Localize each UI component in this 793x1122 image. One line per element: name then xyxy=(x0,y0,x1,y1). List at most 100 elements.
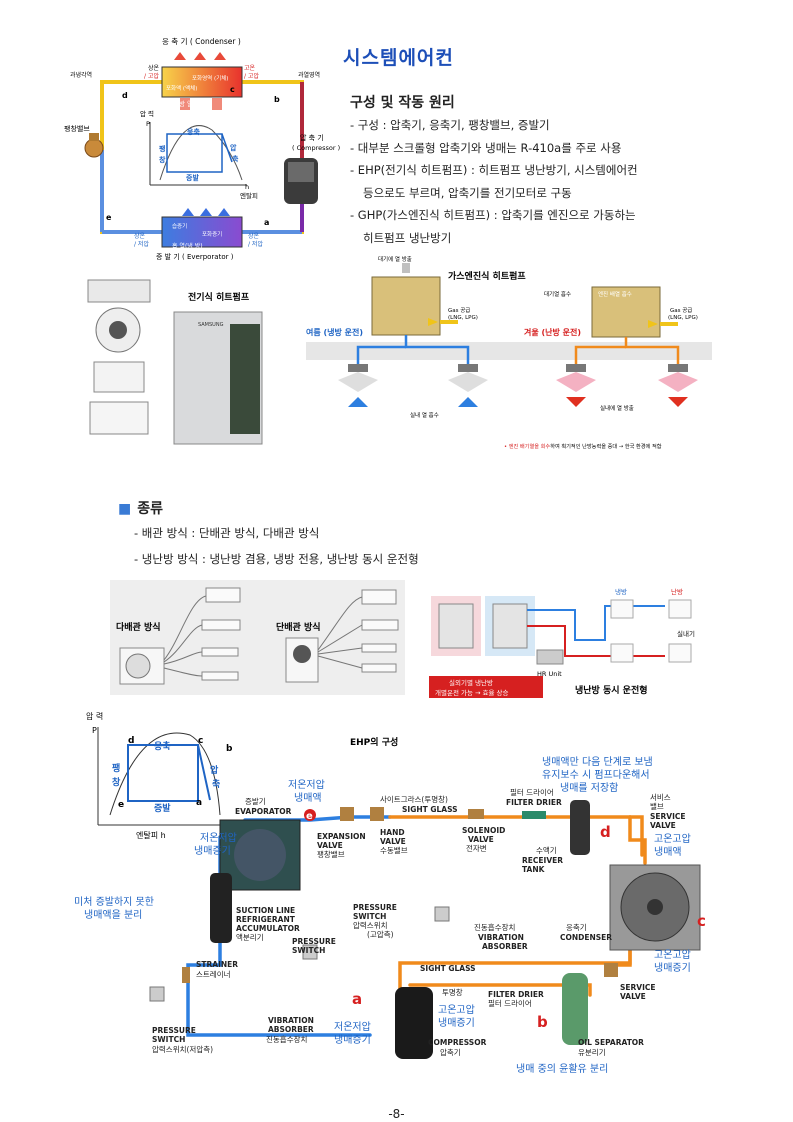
vib-top-1: 진동흡수장치 xyxy=(474,922,515,932)
indoor-label: 실내기 xyxy=(677,629,695,638)
suc-2: REFRIGERANT xyxy=(236,915,296,924)
expansion-valve-label: 팽창밸브 xyxy=(64,124,90,133)
ph-pang: 팽 xyxy=(112,762,120,774)
ehp-pt-e: e xyxy=(306,811,313,822)
ph-cond: 응축 xyxy=(154,740,171,752)
low-liquid-2: 냉매액 xyxy=(294,792,322,804)
heat-out-label: 방 열 xyxy=(179,99,193,108)
pt-e: e xyxy=(106,213,112,222)
exp-1: EXPANSION xyxy=(317,832,366,841)
compressor-en-label: ( Compressor ) xyxy=(292,144,340,152)
ph-b: b xyxy=(226,744,233,754)
comp-ko: 압축기 xyxy=(440,1048,461,1057)
principle-list: - 구성 : 압축기, 응축기, 팽창밸브, 증발기 - 대부분 스크롤형 압축… xyxy=(350,114,770,249)
psh-1: PRESSURE xyxy=(353,903,397,912)
sol-3: 전자변 xyxy=(466,843,487,853)
high-liquid-1: 고온고압 xyxy=(654,832,691,845)
suc-4: 액분리기 xyxy=(236,932,264,942)
evaporator-label: 증 발 기 ( Everporator ) xyxy=(156,252,234,261)
high-gas-mid-1: 고온고압 xyxy=(438,1003,475,1016)
filter-bot-2: 필터 드라이어 xyxy=(488,998,532,1008)
bullet-icon: ■ xyxy=(118,501,132,517)
ph-c: c xyxy=(198,736,203,746)
cool-label: 냉방 xyxy=(615,587,627,596)
pt-b: b xyxy=(274,95,280,104)
gas-supply-left: Gas 공급 xyxy=(448,307,470,314)
pt-a: a xyxy=(264,218,269,227)
superheat-label: 과열영역 xyxy=(298,71,320,79)
sv-top-3: SERVICE xyxy=(650,812,686,821)
piping-types-figure: 다배관 방식 단배관 방식 xyxy=(110,580,405,695)
pumpdown-1: 냉매액만 다음 단계로 보냄 xyxy=(542,756,653,768)
hot-right: 고온 xyxy=(244,65,256,72)
filter-top-1: 필터 드라이어 xyxy=(510,787,554,797)
strainer-1: STRAINER xyxy=(196,960,238,969)
condenser-label: 응 축 기 ( Condenser ) xyxy=(162,37,241,46)
hand-2: VALVE xyxy=(380,837,406,846)
top-right-label: 대기열 흡수 xyxy=(544,290,571,298)
electric-heat-pump-figure: 전기식 히트펌프 SAMSUNG xyxy=(87,279,263,445)
sight-bot-2: 투명창 xyxy=(442,987,463,997)
lowp-right-b: / 저압 xyxy=(248,240,263,248)
ph-h-label: 엔탈피 h xyxy=(136,830,166,840)
engine-heat-label: 엔진 배열 흡수 xyxy=(598,290,632,298)
heat-label: 난방 xyxy=(671,587,683,596)
cond-label: 응축 xyxy=(187,127,200,136)
cond-en: CONDENSER xyxy=(560,933,612,942)
hot-left: 상온 xyxy=(148,64,160,72)
sight-top-1: 사이트그라스(투명창) xyxy=(380,794,448,804)
evap-en: EVAPORATOR xyxy=(235,807,292,816)
hr-unit-label: HR Unit xyxy=(537,670,562,678)
refrigeration-cycle-diagram: 응 축 기 ( Condenser ) 증 발 기 ( Everporator … xyxy=(64,37,340,261)
psl-3: 압력스위치(저압측) xyxy=(152,1045,213,1054)
high-gas-mid-2: 냉매증기 xyxy=(438,1017,475,1029)
ehp-composition-diagram: 압 력 P 엔탈피 h 응축 증발 팽 창 압 축 a b c d e EHP의… xyxy=(74,711,706,1075)
psh-4: (고압측) xyxy=(367,930,394,939)
sight-bot-1: SIGHT GLASS xyxy=(420,964,476,973)
types-list: - 배관 방식 : 단배관 방식, 다배관 방식 - 냉난방 방식 : 냉난방 … xyxy=(134,520,419,572)
brand-label: SAMSUNG xyxy=(198,322,224,328)
room-left-label: 실내 열 흡수 xyxy=(410,411,439,419)
h-label: h xyxy=(245,183,249,191)
types-line: - 배관 방식 : 단배관 방식, 다배관 방식 xyxy=(134,526,320,540)
exp-3: 팽창밸브 xyxy=(317,849,345,859)
ph-d: d xyxy=(128,736,134,746)
sol-1: SOLENOID xyxy=(462,826,505,835)
gas-heat-pump-figure: 가스엔진식 히트펌프 여름 (냉방 운전) 겨울 (난방 운전) 대기에 열 방… xyxy=(306,255,712,450)
winter-label: 겨울 (난방 운전) xyxy=(524,327,581,337)
hand-3: 수동밸브 xyxy=(380,846,408,855)
vib-bot-3: 진동흡수장치 xyxy=(266,1034,307,1044)
section-heading: 구성 및 작동 원리 xyxy=(350,95,455,111)
ehp-title: EHP의 구성 xyxy=(350,736,398,748)
low-liquid-1: 저온저압 xyxy=(288,778,325,791)
ph-evap: 증발 xyxy=(154,802,171,814)
unevap-2: 냉매액을 분리 xyxy=(84,909,142,921)
lowp-left-b: / 저압 xyxy=(134,240,149,248)
evap-ko: 증발기 xyxy=(245,797,266,806)
gas-supply-left2: (LNG, LPG) xyxy=(448,315,478,321)
ehp-pt-b: b xyxy=(537,1013,548,1031)
ph-a: a xyxy=(196,798,202,808)
strainer-2: 스트레이너 xyxy=(196,969,231,979)
types-heading: ■종류 xyxy=(118,501,163,517)
simultaneous-operation-figure: 냉방 난방 실내기 HR Unit 실외기별 냉난방 개별운전 가능 → 효율 … xyxy=(429,587,695,698)
evap-label: 증발 xyxy=(186,173,199,182)
types-line: - 냉난방 방식 : 냉난방 겸용, 냉방 전용, 냉난방 동시 운전형 xyxy=(134,552,419,566)
high-gas-right-1: 고온고압 xyxy=(654,948,691,961)
sv-top-1: 서비스 xyxy=(650,793,671,802)
filter-bot-1: FILTER DRIER xyxy=(488,990,544,999)
cond-inner1: 포화영역 (기체) xyxy=(192,74,228,82)
pumpdown-3: 냉매를 저장함 xyxy=(560,782,618,794)
ph-e: e xyxy=(118,800,124,810)
chuk-label: 축 xyxy=(232,154,239,163)
rec-3: TANK xyxy=(522,865,546,874)
simul-label: 냉난방 동시 운전형 xyxy=(575,684,648,696)
principle-line: - GHP(가스엔진식 히트펌프) : 압축기를 엔진으로 가동하는 xyxy=(350,208,636,222)
filter-top-2: FILTER DRIER xyxy=(506,798,562,807)
ehp-pt-c: c xyxy=(697,912,706,930)
unevap-1: 미처 증발하지 못한 xyxy=(74,895,154,908)
p-label: P xyxy=(146,120,150,128)
electric-hp-label: 전기식 히트펌프 xyxy=(188,291,250,303)
psm-2: SWITCH xyxy=(292,946,325,955)
ph-p-label: P xyxy=(92,726,97,735)
